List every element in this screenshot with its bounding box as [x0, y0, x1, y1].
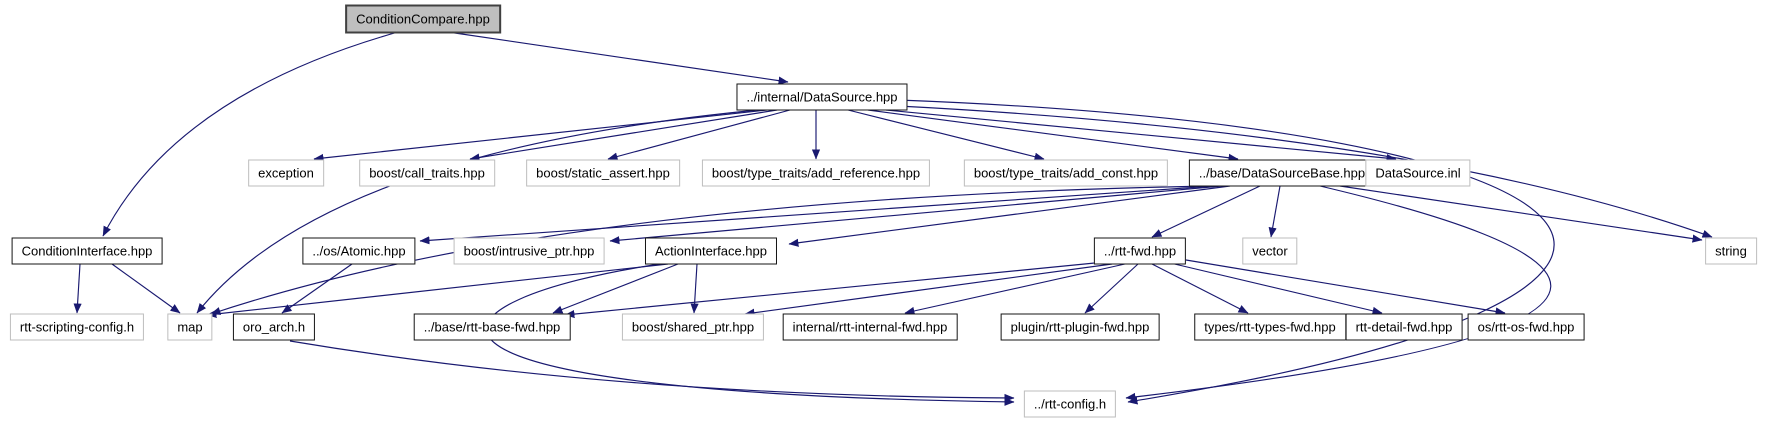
graph-node-addconst: boost/type_traits/add_const.hpp: [963, 159, 1169, 187]
graph-node-internalfwd[interactable]: internal/rtt-internal-fwd.hpp: [782, 313, 958, 341]
include-edge-datasource-exception: [313, 109, 768, 163]
include-edge-conditioninterface-scriptingconfig: [73, 263, 82, 314]
include-edge-datasource-addconst: [847, 109, 1045, 161]
graph-node-intrusive: boost/intrusive_ptr.hpp: [453, 237, 605, 265]
include-edge-datasource-rttconfig: [897, 99, 1555, 405]
include-edge-rttfwd-osfwd: [1179, 258, 1506, 316]
graph-node-root: ConditionCompare.hpp: [345, 4, 501, 34]
include-edge-datasource-calltraits: [469, 109, 778, 162]
graph-node-map: map: [167, 313, 213, 341]
include-edge-datasource-string: [897, 105, 1713, 238]
include-edge-datasource-datasourcebase: [867, 109, 1239, 162]
include-edge-root-conditioninterface: [102, 31, 399, 237]
graph-node-staticassert: boost/static_assert.hpp: [526, 159, 680, 187]
graph-node-oroarch[interactable]: oro_arch.h: [232, 313, 316, 341]
graph-node-calltraits: boost/call_traits.hpp: [359, 159, 495, 187]
graph-node-addref: boost/type_traits/add_reference.hpp: [701, 159, 931, 187]
include-edge-datasourcebase-atomic: [419, 185, 1215, 245]
graph-node-osfwd[interactable]: os/rtt-os-fwd.hpp: [1467, 313, 1585, 341]
include-edge-rttfwd-typesfwd: [1151, 263, 1249, 314]
include-edge-datasourcebase-rttconfig: [1125, 185, 1552, 401]
include-edge-rttfwd-basefwd: [564, 261, 1106, 319]
graph-node-sharedptr: boost/shared_ptr.hpp: [621, 313, 765, 341]
include-edge-datasourcebase-vector: [1268, 185, 1281, 238]
graph-node-datasourcebase[interactable]: ../base/DataSourceBase.hpp: [1188, 159, 1376, 187]
graph-node-scriptingconfig: rtt-scripting-config.h: [9, 313, 145, 341]
include-edge-datasourcebase-string: [1339, 185, 1703, 243]
graph-node-datasourceinl: DataSource.inl: [1365, 159, 1471, 187]
include-edge-root-datasource: [447, 31, 789, 85]
graph-node-datasource[interactable]: ../internal/DataSource.hpp: [736, 83, 908, 111]
graph-node-string: string: [1705, 237, 1757, 265]
include-edge-datasource-datasourceinl: [885, 109, 1397, 163]
include-edge-conditioninterface-map: [111, 263, 181, 314]
include-edge-actioninterface-rttconfig: [485, 263, 1015, 406]
graph-node-typesfwd[interactable]: types/rtt-types-fwd.hpp: [1194, 313, 1346, 341]
include-edge-rttfwd-sharedptr: [744, 263, 1113, 317]
include-edge-atomic-oroarch: [281, 263, 353, 314]
graph-node-actioninterface[interactable]: ActionInterface.hpp: [644, 237, 778, 265]
include-edge-datasourcebase-actioninterface: [788, 185, 1231, 247]
graph-node-detailfwd[interactable]: rtt-detail-fwd.hpp: [1345, 313, 1463, 341]
include-edge-actioninterface-sharedptr: [690, 263, 699, 314]
graph-node-conditioninterface[interactable]: ConditionInterface.hpp: [11, 237, 163, 265]
graph-node-rttfwd[interactable]: ../rtt-fwd.hpp: [1093, 237, 1187, 265]
include-edge-datasourcebase-intrusive: [609, 185, 1223, 245]
graph-node-atomic[interactable]: ../os/Atomic.hpp: [302, 237, 416, 265]
graph-node-pluginfwd[interactable]: plugin/rtt-plugin-fwd.hpp: [1000, 313, 1160, 341]
include-edge-oroarch-rttconfig: [289, 340, 1015, 403]
include-edge-datasource-staticassert: [607, 109, 791, 161]
include-edge-datasourcebase-map: [210, 185, 1211, 315]
include-edge-datasourcebase-rttfwd: [1151, 185, 1261, 238]
include-edge-rttfwd-internalfwd: [904, 263, 1126, 315]
graph-node-vector: vector: [1242, 237, 1298, 265]
graph-node-rttconfig: ../rtt-config.h: [1023, 390, 1117, 418]
graph-node-exception: exception: [248, 159, 324, 187]
include-edge-actioninterface-basefwd: [552, 263, 679, 314]
graph-node-basefwd[interactable]: ../base/rtt-base-fwd.hpp: [413, 313, 571, 341]
include-edge-rttfwd-pluginfwd: [1084, 263, 1139, 314]
include-edge-rttfwd-detailfwd: [1165, 261, 1383, 315]
